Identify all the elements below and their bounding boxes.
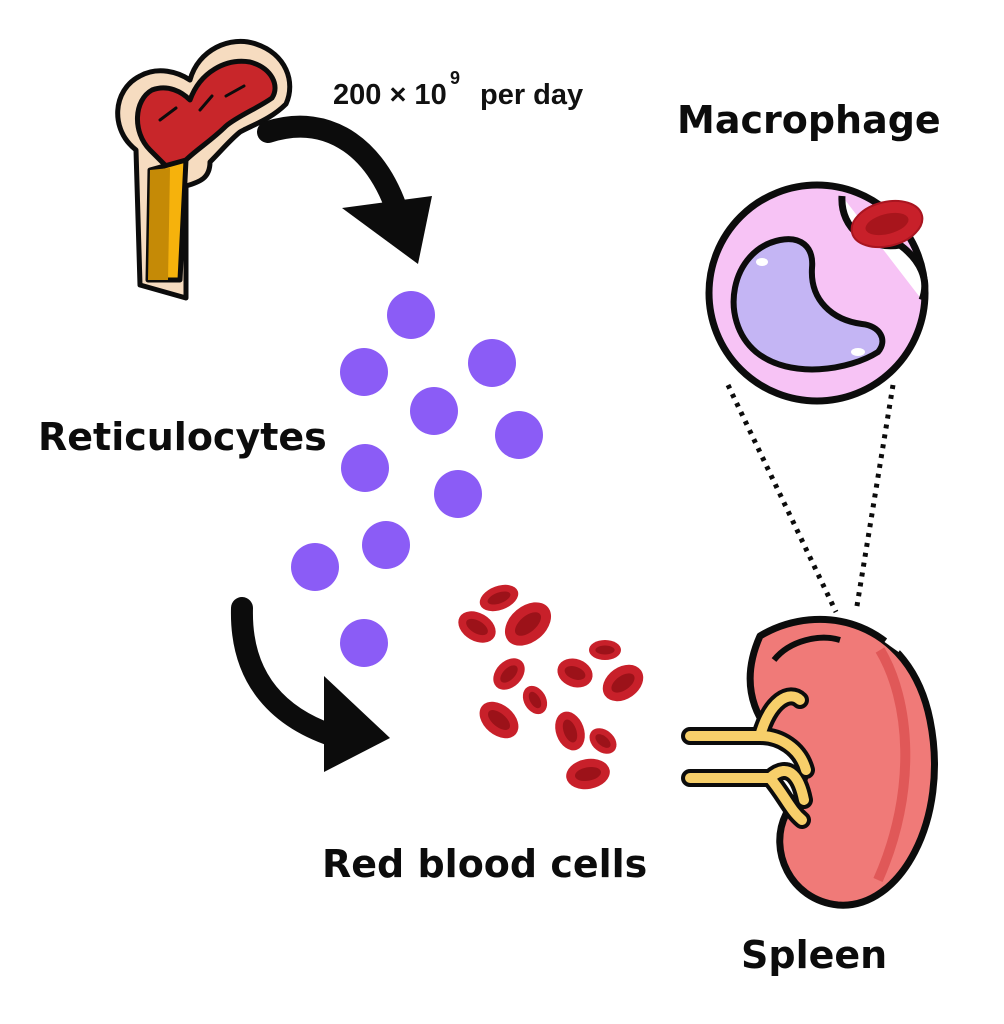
red-blood-cell-cluster <box>458 584 644 790</box>
red-blood-cell <box>479 584 519 612</box>
red-blood-cell <box>522 685 548 715</box>
svg-text:200 × 10: 200 × 10 <box>333 79 447 111</box>
reticulocyte <box>434 470 482 518</box>
red-blood-cell <box>555 711 585 751</box>
reticulocyte <box>387 291 435 339</box>
reticulocyte <box>340 619 388 667</box>
spleen-label: Spleen <box>741 933 887 977</box>
red-blood-cell <box>602 664 644 702</box>
red-blood-cell <box>504 602 552 646</box>
svg-text:9: 9 <box>450 68 460 88</box>
red-blood-cell <box>458 611 496 643</box>
bone-icon <box>115 38 293 301</box>
red-blood-cell <box>557 658 593 688</box>
red-blood-cell <box>566 758 610 790</box>
reticulocytes-label: Reticulocytes <box>38 415 327 459</box>
reticulocyte-cluster <box>291 291 543 667</box>
reticulocyte <box>495 411 543 459</box>
red-blood-cell <box>589 640 621 660</box>
reticulocyte <box>340 348 388 396</box>
red-blood-cell <box>589 728 617 754</box>
arrow-bone-to-reticulocytes <box>257 115 432 264</box>
production-rate-label: 200 × 10 9 per day <box>333 68 583 111</box>
reticulocyte <box>362 521 410 569</box>
zoom-lines <box>725 383 896 614</box>
arrow-reticulocytes-to-rbc <box>230 597 390 772</box>
spleen-icon <box>681 615 938 909</box>
reticulocyte <box>410 387 458 435</box>
reticulocyte <box>468 339 516 387</box>
reticulocyte <box>291 543 339 591</box>
red-blood-cell <box>479 701 519 739</box>
red-blood-cells-label: Red blood cells <box>322 842 647 886</box>
reticulocyte <box>341 444 389 492</box>
macrophage-label: Macrophage <box>677 98 941 142</box>
red-blood-cell <box>493 658 525 690</box>
svg-text:per day: per day <box>480 79 583 111</box>
macrophage-icon <box>705 181 929 405</box>
